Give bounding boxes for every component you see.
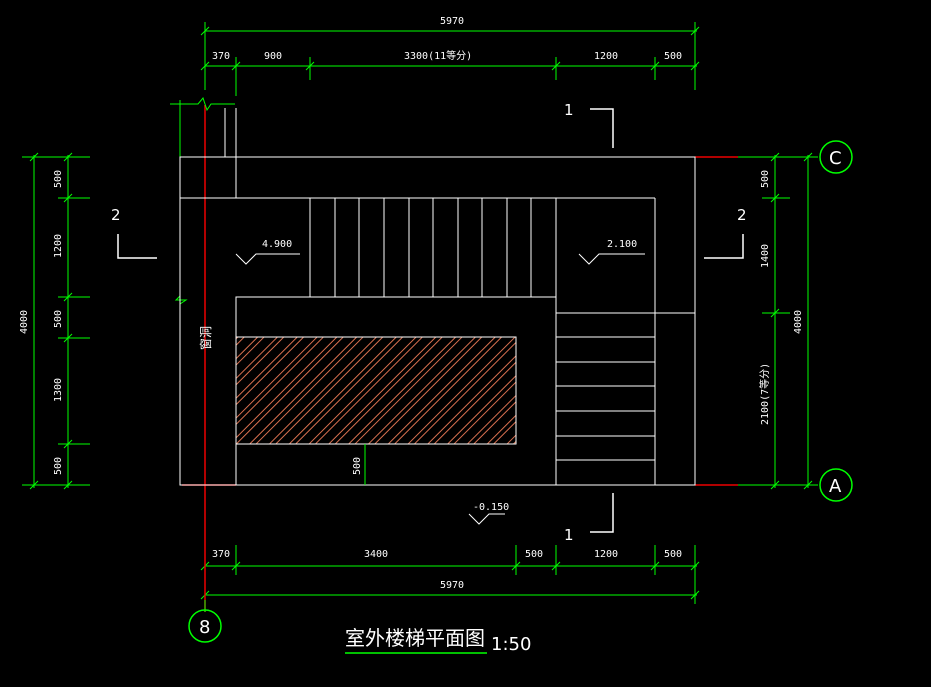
top-seg-dim-1: 370: [212, 51, 230, 62]
left-dimensions: [22, 152, 90, 490]
right-seg-dim-3: 2100(7等分): [758, 363, 771, 425]
bottom-seg-dim-5: 500: [664, 549, 682, 560]
elevation-minus-0150: -0.150: [473, 502, 509, 513]
bottom-seg-dim-1: 370: [212, 549, 230, 560]
bottom-seg-dim-4: 1200: [594, 549, 618, 560]
top-seg-dim-2: 900: [264, 51, 282, 62]
left-seg-dim-2: 1200: [53, 234, 64, 258]
top-seg-dim-5: 500: [664, 51, 682, 62]
right-dimensions: [762, 152, 818, 490]
stair-outline: [179, 108, 696, 486]
upper-flight-treads: [334, 198, 532, 297]
right-seg-dim-2: 1400: [760, 244, 771, 268]
right-seg-dim-1: 500: [760, 170, 771, 188]
top-dimensions: [200, 22, 700, 96]
elevation-2100: 2.100: [607, 239, 637, 250]
left-seg-dim-3: 500: [53, 310, 64, 328]
section-mark-2-right: 2: [737, 206, 747, 224]
left-total-dim: 4000: [19, 310, 30, 334]
grid-axis-A: A: [829, 476, 842, 497]
bottom-dimensions: [200, 545, 700, 604]
top-total-dim: 5970: [440, 16, 464, 27]
top-seg-dim-4: 1200: [594, 51, 618, 62]
grid-axis-8: 8: [199, 617, 210, 638]
hatched-void: [235, 336, 517, 445]
grid-axis-C: C: [829, 148, 842, 169]
top-seg-dim-3: 3300(11等分): [404, 49, 472, 62]
grid-bubbles: [188, 140, 853, 643]
window-label: 窗洞: [199, 326, 213, 350]
lower-flight-treads: [556, 336, 655, 461]
bottom-seg-dim-3: 500: [525, 549, 543, 560]
bottom-seg-dim-2: 3400: [364, 549, 388, 560]
left-seg-dim-5: 500: [53, 457, 64, 475]
section-mark-1-bottom: 1: [564, 526, 574, 544]
left-seg-dim-4: 1300: [53, 378, 64, 402]
drawing-title: 室外楼梯平面图: [345, 626, 485, 650]
section-marks: [117, 108, 744, 533]
section-mark-1-top: 1: [564, 101, 574, 119]
elevation-markers: [235, 253, 645, 525]
interior-dim: 500: [352, 457, 363, 475]
drawing-scale: 1:50: [491, 634, 531, 655]
right-total-dim: 4000: [793, 310, 804, 334]
bottom-total-dim: 5970: [440, 580, 464, 591]
left-seg-dim-1: 500: [53, 170, 64, 188]
elevation-4900: 4.900: [262, 239, 292, 250]
section-mark-2-left: 2: [111, 206, 121, 224]
